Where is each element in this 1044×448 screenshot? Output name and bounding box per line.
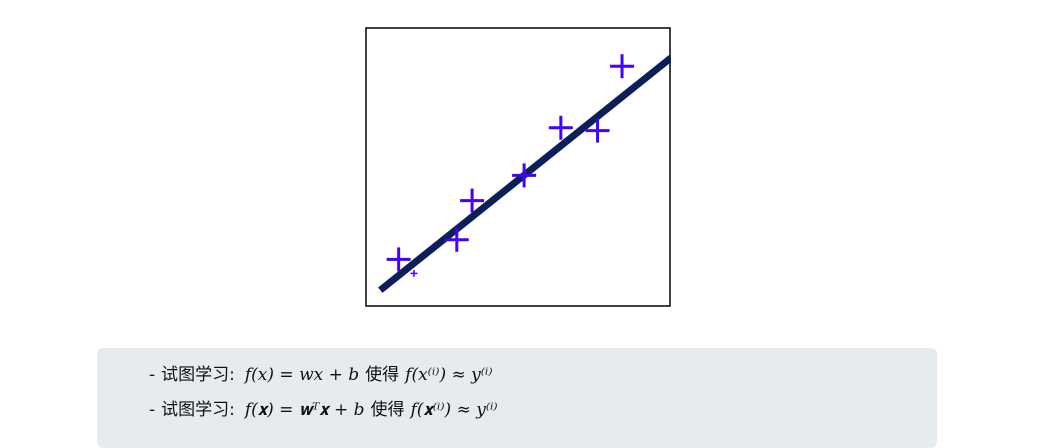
bullet-dash: - xyxy=(149,365,156,385)
scatter-plot xyxy=(365,27,671,307)
vector-model-formula: f(𝐱) = 𝐰ᵀ𝐱 + b xyxy=(244,400,365,420)
data-point-marker xyxy=(444,227,469,252)
data-point-marker xyxy=(386,247,411,272)
data-point-marker xyxy=(585,118,610,143)
learn-label: 试图学习: xyxy=(161,400,235,420)
such-that-label: 使得 xyxy=(365,365,400,385)
learn-label: 试图学习: xyxy=(161,365,235,385)
such-that-label: 使得 xyxy=(370,400,405,420)
data-point-marker xyxy=(548,115,573,140)
scalar-model-formula: f(x) = wx + b xyxy=(244,365,360,385)
bullet-dash: - xyxy=(149,400,156,420)
data-point-marker xyxy=(512,163,537,188)
data-point-marker xyxy=(610,54,635,79)
data-point-marker xyxy=(460,188,485,213)
formula-line-vector: - 试图学习: f(𝐱) = 𝐰ᵀ𝐱 + b 使得 f(𝐱⁽ⁱ⁾) ≈ y⁽ⁱ⁾ xyxy=(149,395,498,420)
formula-note-box: - 试图学习: f(x) = wx + b 使得 f(x⁽ⁱ⁾) ≈ y⁽ⁱ⁾ … xyxy=(97,348,937,448)
scalar-target-formula: f(x⁽ⁱ⁾) ≈ y⁽ⁱ⁾ xyxy=(405,365,493,385)
vector-target-formula: f(𝐱⁽ⁱ⁾) ≈ y⁽ⁱ⁾ xyxy=(410,400,498,420)
formula-line-scalar: - 试图学习: f(x) = wx + b 使得 f(x⁽ⁱ⁾) ≈ y⁽ⁱ⁾ xyxy=(149,360,493,385)
data-point-marker xyxy=(410,269,418,277)
plot-frame xyxy=(365,27,671,307)
